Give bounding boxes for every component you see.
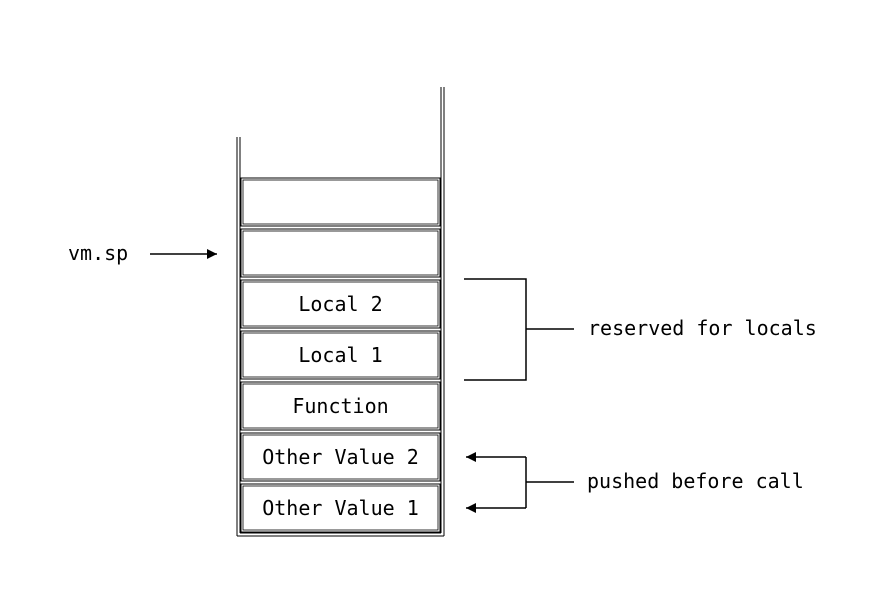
- stack-slot: [240, 177, 441, 227]
- stack-slot-inner-box: [242, 332, 439, 378]
- locals-bracket: [464, 278, 574, 381]
- stack-slot-inner-box: [242, 281, 439, 327]
- stack-slot: Function: [240, 381, 441, 431]
- stack-slot-label: Local 2: [298, 292, 382, 316]
- stack-slot-box: [240, 228, 441, 278]
- stack-container: [236, 87, 445, 537]
- stack-slot-inner-box: [242, 485, 439, 531]
- stack-slot: Other Value 2: [240, 432, 441, 482]
- stack-slot: Other Value 1: [240, 483, 441, 533]
- stack-slot-box: [240, 432, 441, 482]
- stack-slot-label: Other Value 1: [262, 496, 419, 520]
- stack-slot-inner-box: [242, 179, 439, 225]
- locals-annotation: reserved for locals: [588, 316, 817, 340]
- stack-slot-label: Other Value 2: [262, 445, 419, 469]
- stack-slot: Local 2: [240, 279, 441, 329]
- stack-slot-box: [240, 177, 441, 227]
- stack-slot-label: Function: [292, 394, 388, 418]
- stack-slot: [240, 228, 441, 278]
- stack-slot-box: [240, 381, 441, 431]
- stack-slot-box: [240, 483, 441, 533]
- stack-slot-label: Local 1: [298, 343, 382, 367]
- stack-slot-inner-box: [242, 230, 439, 276]
- stack-slot-box: [240, 330, 441, 380]
- stack-slot-inner-box: [242, 383, 439, 429]
- stack-slot: Local 1: [240, 330, 441, 380]
- stack-pointer-label: vm.sp: [68, 241, 128, 265]
- pushed-bracket: [466, 452, 574, 513]
- stack-slot-inner-box: [242, 434, 439, 480]
- pushed-annotation: pushed before call: [587, 469, 804, 493]
- stack-pointer: vm.sp: [68, 241, 217, 265]
- stack-slot-box: [240, 279, 441, 329]
